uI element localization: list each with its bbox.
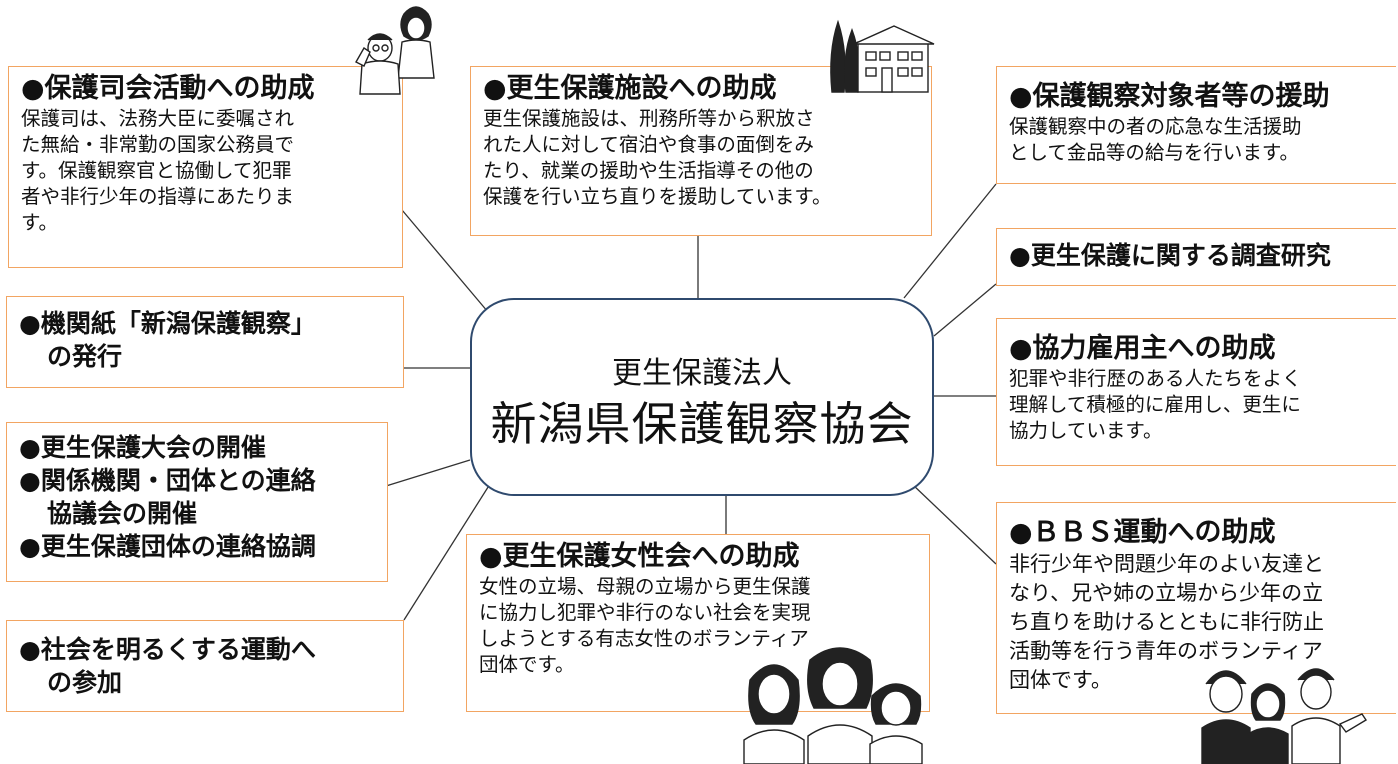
box-shisetsu: ●更生保護施設への助成 更生保護施設は、刑務所等から釈放さ れた人に対して宿泊や… bbox=[470, 66, 932, 236]
text-line: 団体です。 bbox=[1009, 668, 1112, 692]
text-line: たり、就業の援助や生活指導その他の bbox=[483, 159, 814, 182]
facility-building-illustration bbox=[830, 19, 935, 93]
women-group-illustration bbox=[743, 647, 923, 764]
text-line: として金品等の給与を行います。 bbox=[1009, 141, 1299, 164]
center-title: 新潟県保護観察協会 bbox=[490, 397, 914, 451]
bullet-row: ●社会を明るくする運動へ bbox=[19, 635, 316, 664]
text-line: 更生保護施設は、刑務所等から釈放さ bbox=[483, 107, 815, 130]
box-taikai: ●更生保護大会の開催 ●関係機関・団体との連絡 協議会の開催 ●更生保護団体の連… bbox=[6, 422, 388, 582]
bullet-row: の参加 bbox=[47, 668, 123, 697]
box-taishosha-text: 保護観察中の者の応急な生活援助 として金品等の給与を行います。 bbox=[1009, 114, 1386, 166]
text-line: す。 bbox=[21, 211, 59, 234]
text-line: 団体です。 bbox=[479, 653, 575, 676]
box-shisetsu-text: 更生保護施設は、刑務所等から釈放さ れた人に対して宿泊や食事の面倒をみ たり、就… bbox=[483, 106, 921, 210]
people-pair-illustration bbox=[355, 6, 435, 95]
center-organization: 更生保護法人 新潟県保護観察協会 bbox=[470, 298, 934, 496]
bullet-row: の発行 bbox=[47, 342, 123, 371]
connector-hogoshi bbox=[401, 209, 489, 313]
text-line: 犯罪や非行歴のある人たちをよく bbox=[1009, 367, 1302, 390]
text-line: 者や非行少年の指導にあたりま bbox=[21, 185, 295, 208]
text-line: 活動等を行う青年のボランティア bbox=[1009, 639, 1323, 663]
text-line: なり、兄や姉の立場から少年の立 bbox=[1009, 581, 1324, 605]
box-hogoshi: ●保護司会活動への助成 保護司は、法務大臣に委嘱され た無給・非常勤の国家公務員… bbox=[8, 66, 403, 268]
text-line: ち直りを助けるとともに非行防止 bbox=[1009, 610, 1324, 634]
center-subtitle: 更生保護法人 bbox=[612, 356, 792, 391]
connector-chosa bbox=[933, 283, 997, 337]
box-hogoshi-text: 保護司は、法務大臣に委嘱され た無給・非常勤の国家公務員で す。保護観察官と協働… bbox=[21, 106, 392, 236]
youth-group-illustration bbox=[1201, 668, 1367, 764]
box-josei-title: ●更生保護女性会への助成 bbox=[479, 541, 800, 572]
text-line: 女性の立場、母親の立場から更生保護 bbox=[479, 575, 811, 598]
connector-bbs bbox=[911, 483, 997, 565]
box-kikanshi: ●機関紙「新潟保護観察」 の発行 bbox=[6, 296, 404, 388]
box-josei-text: 女性の立場、母親の立場から更生保護 に協力し犯罪や非行のない社会を実現 しようと… bbox=[479, 574, 919, 678]
bullet-row: ●更生保護団体の連絡協調 bbox=[19, 532, 316, 561]
connector-shakai bbox=[403, 483, 491, 621]
text-line: た無給・非常勤の国家公務員で bbox=[21, 133, 295, 156]
text-line: す。保護観察官と協働して犯罪 bbox=[21, 159, 292, 182]
connector-taishosha bbox=[903, 183, 997, 299]
text-line: 非行少年や問題少年のよい友達と bbox=[1009, 552, 1324, 576]
bullet-row: 協議会の開催 bbox=[47, 499, 198, 528]
box-bbs-title: ●ＢＢＳ運動への助成 bbox=[1009, 517, 1276, 548]
box-hogoshi-title: ●保護司会活動への助成 bbox=[21, 73, 315, 104]
box-shakai: ●社会を明るくする運動へ の参加 bbox=[6, 620, 404, 712]
box-taishosha-title: ●保護観察対象者等の援助 bbox=[1009, 81, 1330, 112]
text-line: 保護観察中の者の応急な生活援助 bbox=[1009, 115, 1302, 138]
box-chosa-title: ●更生保護に関する調査研究 bbox=[1009, 241, 1331, 270]
box-koyonushi: ●協力雇用主への助成 犯罪や非行歴のある人たちをよく 理解して積極的に雇用し、更… bbox=[996, 318, 1396, 466]
box-taishosha: ●保護観察対象者等の援助 保護観察中の者の応急な生活援助 として金品等の給与を行… bbox=[996, 66, 1396, 184]
text-line: 理解して積極的に雇用し、更生に bbox=[1009, 393, 1301, 416]
box-bbs-text: 非行少年や問題少年のよい友達と なり、兄や姉の立場から少年の立 ち直りを助けると… bbox=[1009, 550, 1386, 695]
bullet-row: ●機関紙「新潟保護観察」 bbox=[19, 309, 316, 338]
box-koyonushi-title: ●協力雇用主への助成 bbox=[1009, 333, 1276, 364]
bullet-row: ●関係機関・団体との連絡 bbox=[19, 466, 316, 495]
bullet-row: ●更生保護大会の開催 bbox=[19, 433, 266, 462]
box-chosa: ●更生保護に関する調査研究 bbox=[996, 228, 1396, 286]
text-line: れた人に対して宿泊や食事の面倒をみ bbox=[483, 133, 814, 156]
text-line: 協力しています。 bbox=[1009, 419, 1163, 442]
text-line: 保護司は、法務大臣に委嘱され bbox=[21, 107, 295, 130]
box-koyonushi-text: 犯罪や非行歴のある人たちをよく 理解して積極的に雇用し、更生に 協力しています。 bbox=[1009, 366, 1386, 444]
box-shisetsu-title: ●更生保護施設への助成 bbox=[483, 73, 777, 104]
text-line: 保護を行い立ち直りを援助しています。 bbox=[483, 185, 832, 208]
text-line: に協力し犯罪や非行のない社会を実現 bbox=[479, 601, 811, 624]
text-line: しようとする有志女性のボランティア bbox=[479, 627, 809, 650]
connector-taikai bbox=[385, 459, 471, 487]
